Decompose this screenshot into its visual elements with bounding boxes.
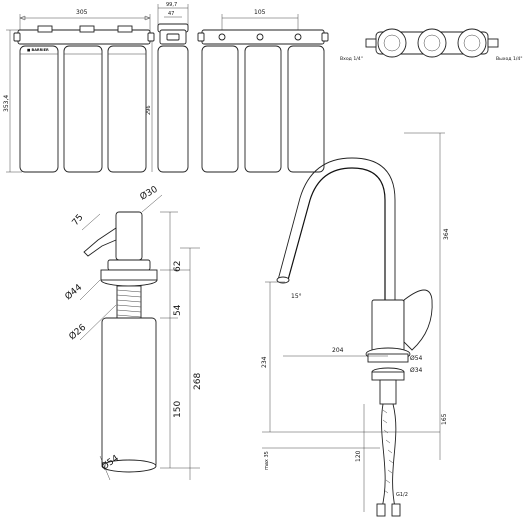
filter-side-view: 99,7 47 xyxy=(158,2,188,172)
faucet-deck-label: max 35 xyxy=(264,451,270,470)
dispenser-hbottle-label: 150 xyxy=(173,401,183,418)
filter-front-view: 305 353,4 296 ■ BARRIER xyxy=(3,9,154,172)
filter-rear-canister-2 xyxy=(245,46,281,172)
filter-side-dim-label: 296 xyxy=(146,105,152,115)
dispenser-flange xyxy=(108,260,150,270)
soap-dispenser-drawing: Ø30 75 Ø44 Ø26 Ø54 62 54 150 268 xyxy=(63,184,203,480)
top-canister-2 xyxy=(418,29,446,57)
faucet-spout-outer xyxy=(288,168,385,300)
faucet-htop-label: 364 xyxy=(443,228,450,240)
dispenser-htotal-label: 268 xyxy=(193,373,203,390)
faucet-hspout-label: 234 xyxy=(261,356,268,368)
inlet-label: Вход 1/4" xyxy=(340,56,363,62)
filter-rear-spacing-label: 105 xyxy=(254,9,266,16)
faucet-dhole-label: Ø34 xyxy=(410,367,423,374)
faucet-body xyxy=(372,300,404,352)
dispenser-spout-label: 75 xyxy=(71,213,86,228)
filter-top-view: Вход 1/4" Выход 1/4" xyxy=(340,29,522,62)
faucet-lever xyxy=(404,290,432,350)
faucet-spout-inner xyxy=(278,158,395,300)
brand-logo: ■ BARRIER xyxy=(27,48,49,52)
filter-height-label: 353,4 xyxy=(3,95,10,112)
outlet-label: Выход 1/4" xyxy=(496,56,522,62)
faucet-hbody-label: 165 xyxy=(441,413,448,425)
filter-side-inner-label: 47 xyxy=(168,11,174,17)
filter-rear-view: 105 xyxy=(198,9,328,172)
dispenser-hthread-label: 54 xyxy=(173,304,183,316)
dispenser-spout xyxy=(84,228,116,256)
dispenser-dflange-label: Ø44 xyxy=(63,282,84,303)
faucet-thread-label: G1/2 xyxy=(396,492,408,498)
filter-canister-3 xyxy=(108,46,146,172)
dispenser-hhead-label: 62 xyxy=(173,261,183,272)
dispenser-bottle xyxy=(102,318,156,468)
filter-canister-2 xyxy=(64,46,102,172)
dispenser-dthread-label: Ø26 xyxy=(67,322,88,343)
top-canister-3 xyxy=(458,29,486,57)
faucet-angle-label: 15° xyxy=(291,293,302,300)
filter-canister-1 xyxy=(20,46,58,172)
filter-rear-canister-1 xyxy=(202,46,238,172)
filter-side-canister xyxy=(158,46,188,172)
top-canister-1 xyxy=(378,29,406,57)
dispenser-pump-head xyxy=(116,212,142,260)
filter-side-top-label: 99,7 xyxy=(166,2,177,8)
faucet-drawing: 364 15° 204 234 Ø54 Ø34 max 35 165 120 G… xyxy=(261,133,450,516)
filter-width-label: 305 xyxy=(76,9,88,16)
faucet-dbase-label: Ø54 xyxy=(410,355,423,362)
faucet-reach-label: 204 xyxy=(332,347,344,354)
faucet-hose-label: 120 xyxy=(355,450,362,462)
faucet-mount-stem xyxy=(380,380,396,404)
filter-rear-canister-3 xyxy=(288,46,324,172)
